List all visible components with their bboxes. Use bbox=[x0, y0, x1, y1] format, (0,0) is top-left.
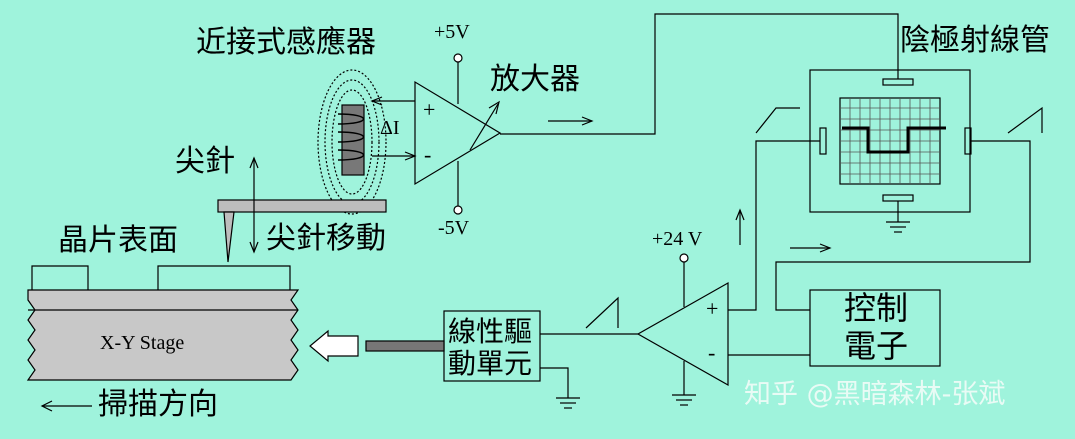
crt-screen-grid bbox=[839, 97, 941, 185]
probe-arm bbox=[217, 199, 387, 213]
amp-output-wire bbox=[500, 13, 899, 135]
op24-minus-sign: - bbox=[708, 340, 716, 365]
sweep-wire-left bbox=[728, 140, 820, 311]
op-amp-24v bbox=[636, 281, 729, 387]
crt-top-plate bbox=[882, 78, 914, 86]
wafer-surface-label: 晶片表面 bbox=[58, 223, 178, 258]
amp-plus-sign: + bbox=[423, 97, 436, 122]
tip-motion-label: 尖針移動 bbox=[266, 221, 386, 256]
amplifier-triangle bbox=[414, 80, 502, 186]
crt-bottom-plate bbox=[882, 194, 914, 202]
probe-tip bbox=[223, 211, 235, 263]
drive-screw bbox=[365, 340, 445, 352]
crt-trace bbox=[842, 126, 946, 154]
crt-left-plate bbox=[819, 127, 827, 155]
tip-label: 尖針 bbox=[175, 144, 235, 179]
amp-minus-sign: - bbox=[424, 142, 432, 167]
control-electronics-label-line2: 電子 bbox=[844, 327, 909, 365]
proximity-sensor-label: 近接式感應器 bbox=[196, 25, 376, 60]
control-electronics-box bbox=[809, 289, 941, 367]
xy-stage-label: X-Y Stage bbox=[100, 332, 185, 354]
amplifier-label: 放大器 bbox=[490, 62, 580, 97]
op24-plus-sign: + bbox=[706, 296, 719, 321]
scan-direction-label: 掃描方向 bbox=[98, 387, 218, 422]
crt-label: 陰極射線管 bbox=[900, 23, 1050, 58]
control-electronics-label-line1: 控制 bbox=[844, 289, 909, 327]
linear-driver-label-line1: 線性驅 bbox=[448, 315, 533, 348]
sweep-wire-right bbox=[775, 140, 1031, 311]
watermark: 知乎 @黑暗森林-张斌 bbox=[744, 379, 1006, 410]
plus5v-label: +5V bbox=[434, 21, 470, 43]
delta-i-label: ΔI bbox=[380, 117, 400, 139]
xy-stage bbox=[26, 289, 300, 381]
plus24v-label: +24 V bbox=[652, 228, 703, 250]
minus5v-label: -5V bbox=[438, 217, 470, 239]
drive-direction-arrow bbox=[309, 329, 359, 363]
linear-driver-label-line2: 動單元 bbox=[448, 347, 533, 380]
